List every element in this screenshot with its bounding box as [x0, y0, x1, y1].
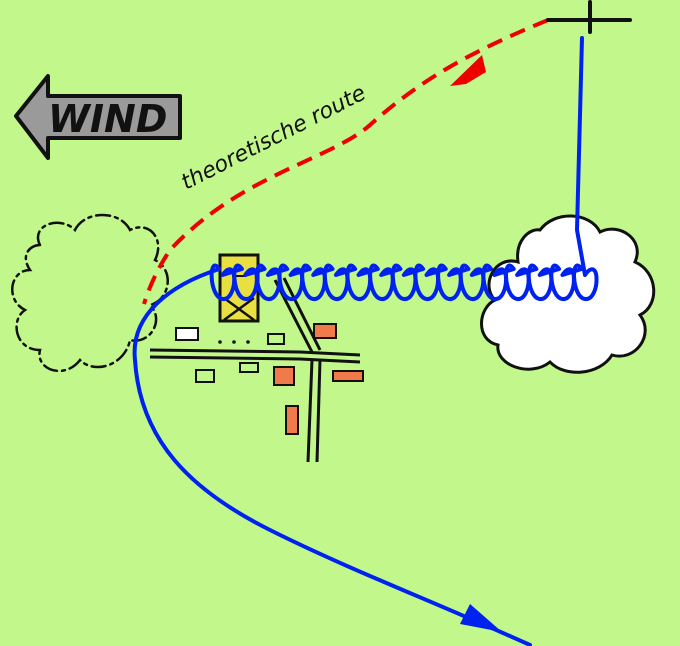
wind-arrow-icon: WIND: [14, 74, 182, 160]
wind-label: WIND: [48, 97, 167, 141]
dissolving-cloud-icon: [11, 213, 169, 372]
actual-route-arrowhead: [460, 604, 502, 632]
actual-route: [132, 36, 599, 646]
glider-icon: [546, 0, 632, 34]
windmill-icon: [218, 253, 260, 323]
theoretical-route-arrowhead: [450, 55, 486, 86]
theoretical-route: [142, 18, 549, 305]
village-icon: [149, 277, 364, 463]
cloud-icon: [480, 214, 656, 374]
